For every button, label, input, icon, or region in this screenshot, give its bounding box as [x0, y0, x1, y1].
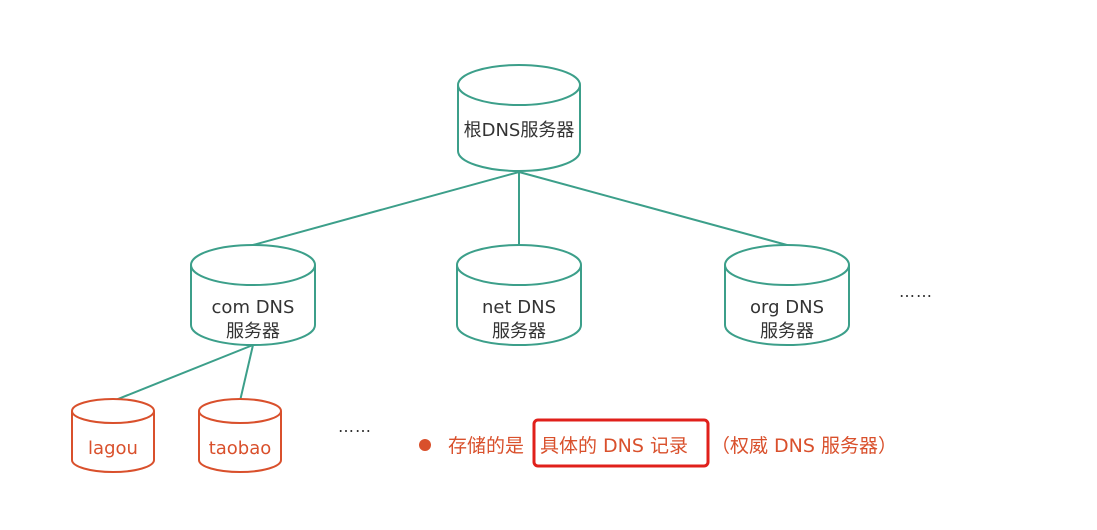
taobao-db-body	[198, 411, 282, 473]
connector-com-lagou	[112, 344, 254, 402]
note-suffix: （权威 DNS 服务器）	[711, 435, 897, 457]
org-db-top	[724, 244, 850, 286]
root-dns-server: 根DNS服务器	[457, 64, 581, 172]
net-db-top	[456, 244, 582, 286]
taobao-server: taobao	[198, 398, 282, 473]
com-db-body	[190, 265, 316, 346]
tld-more-ellipsis: ……	[899, 282, 933, 301]
taobao-db-top	[198, 398, 282, 424]
lagou-db-body	[71, 411, 155, 473]
org-db-body	[724, 265, 850, 346]
org-dns-label-line2: 服务器	[760, 321, 814, 342]
highlight-box	[532, 418, 710, 468]
note-prefix: 存储的是	[448, 435, 524, 457]
net-dns-server: net DNS 服务器	[456, 244, 582, 346]
connector-root-org	[518, 171, 788, 246]
lagou-server: lagou	[71, 398, 155, 473]
root-dns-label: 根DNS服务器	[464, 120, 575, 141]
org-dns-server: org DNS 服务器	[724, 244, 850, 346]
connector-root-com	[252, 171, 520, 246]
lagou-db-top	[71, 398, 155, 424]
org-dns-label-line1: org DNS	[750, 297, 824, 318]
com-dns-server: com DNS 服务器	[190, 244, 316, 346]
net-dns-label-line1: net DNS	[482, 297, 556, 318]
com-dns-label-line1: com DNS	[212, 297, 295, 318]
note: 存储的是 具体的 DNS 记录 （权威 DNS 服务器）	[419, 418, 897, 468]
root-db-top	[457, 64, 581, 106]
authoritative-more-ellipsis: ……	[338, 417, 372, 436]
net-db-body	[456, 265, 582, 346]
com-db-top	[190, 244, 316, 286]
note-highlight: 具体的 DNS 记录	[540, 435, 688, 457]
net-dns-label-line2: 服务器	[492, 321, 546, 342]
com-dns-label-line2: 服务器	[226, 321, 280, 342]
connectors	[112, 171, 788, 402]
lagou-label: lagou	[88, 438, 138, 459]
connector-com-taobao	[239, 344, 254, 402]
taobao-label: taobao	[209, 438, 272, 459]
root-db-body	[457, 85, 581, 172]
red-dot-icon	[419, 439, 431, 451]
